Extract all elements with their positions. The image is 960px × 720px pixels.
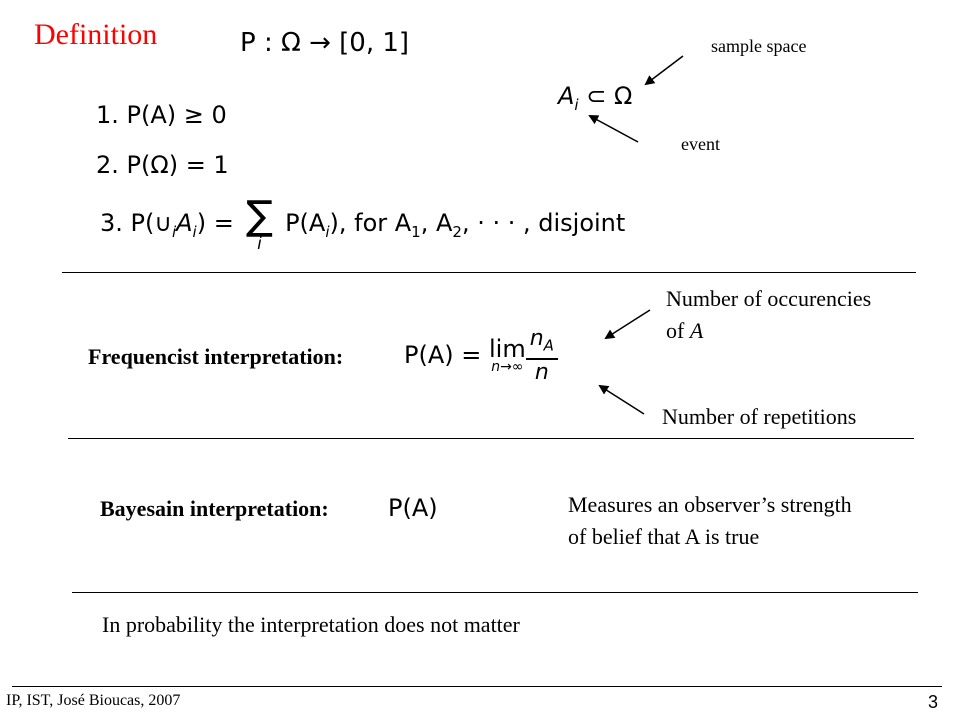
sample-space-label: sample space [711, 36, 807, 56]
summation-symbol: ∑i [245, 193, 273, 254]
footer-credit: IP, IST, José Bioucas, 2007 [6, 692, 181, 709]
bayesian-note-line1: Measures an observer’s strength [568, 492, 852, 517]
sample-space-arrow [644, 55, 684, 86]
page-number: 3 [928, 692, 939, 712]
divider-3 [72, 592, 918, 593]
conclusion-text: In probability the interpretation does n… [102, 612, 520, 637]
repetitions-note: Number of repetitions [662, 404, 857, 429]
event-arrow [588, 115, 639, 143]
definition-formula: P : Ω → [0, 1] [240, 28, 410, 58]
bayesian-note-line2: of belief that A is true [568, 524, 760, 549]
divider-1 [62, 272, 916, 273]
bayesian-label: Bayesain interpretation: [100, 496, 329, 521]
axiom-1: 1. P(A) ≥ 0 [96, 101, 227, 129]
repetitions-arrow [598, 384, 645, 415]
occurrences-note-line1: Number of occurencies [666, 286, 872, 311]
slide-title: Definition [34, 18, 158, 51]
footer-divider [12, 686, 942, 687]
occurrences-note-line2: of A [666, 318, 704, 343]
occurrences-arrow [604, 309, 651, 340]
axiom-3: 3. P(∪iAi) = ∑i P(Ai), for A1, A2, · · ·… [100, 193, 626, 254]
axiom-2: 2. P(Ω) = 1 [96, 151, 229, 179]
frequentist-label: Frequencist interpretation: [88, 344, 344, 369]
subset-formula: Ai ⊂ Ω [558, 82, 633, 114]
divider-2 [68, 438, 914, 439]
bayesian-formula: P(A) [388, 494, 438, 522]
event-label: event [681, 134, 720, 154]
